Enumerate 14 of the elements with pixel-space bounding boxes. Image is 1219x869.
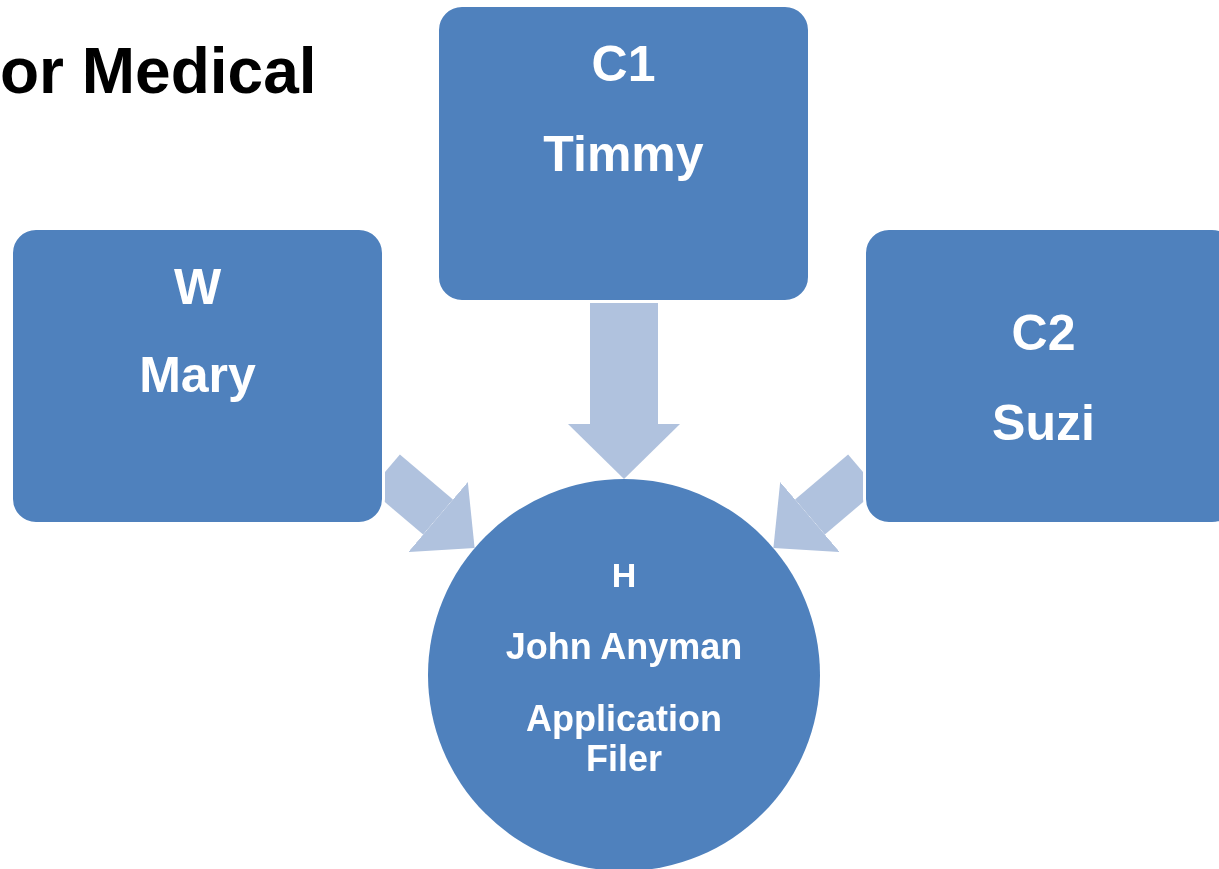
role-code: H xyxy=(611,556,637,594)
heading-text: or Medical xyxy=(0,36,317,107)
role-box xyxy=(436,4,811,303)
role-name: Mary xyxy=(139,347,256,403)
role-name: Application Filer xyxy=(526,698,722,779)
role-name: John Anyman xyxy=(505,626,743,667)
role-code: C1 xyxy=(591,36,656,92)
role-box xyxy=(863,227,1219,525)
role-code: C2 xyxy=(1011,305,1076,361)
role-box xyxy=(10,227,385,525)
role-name: Suzi xyxy=(992,395,1095,451)
role-code: W xyxy=(173,259,222,315)
role-name: Timmy xyxy=(543,126,704,182)
block-arrow xyxy=(568,303,680,479)
